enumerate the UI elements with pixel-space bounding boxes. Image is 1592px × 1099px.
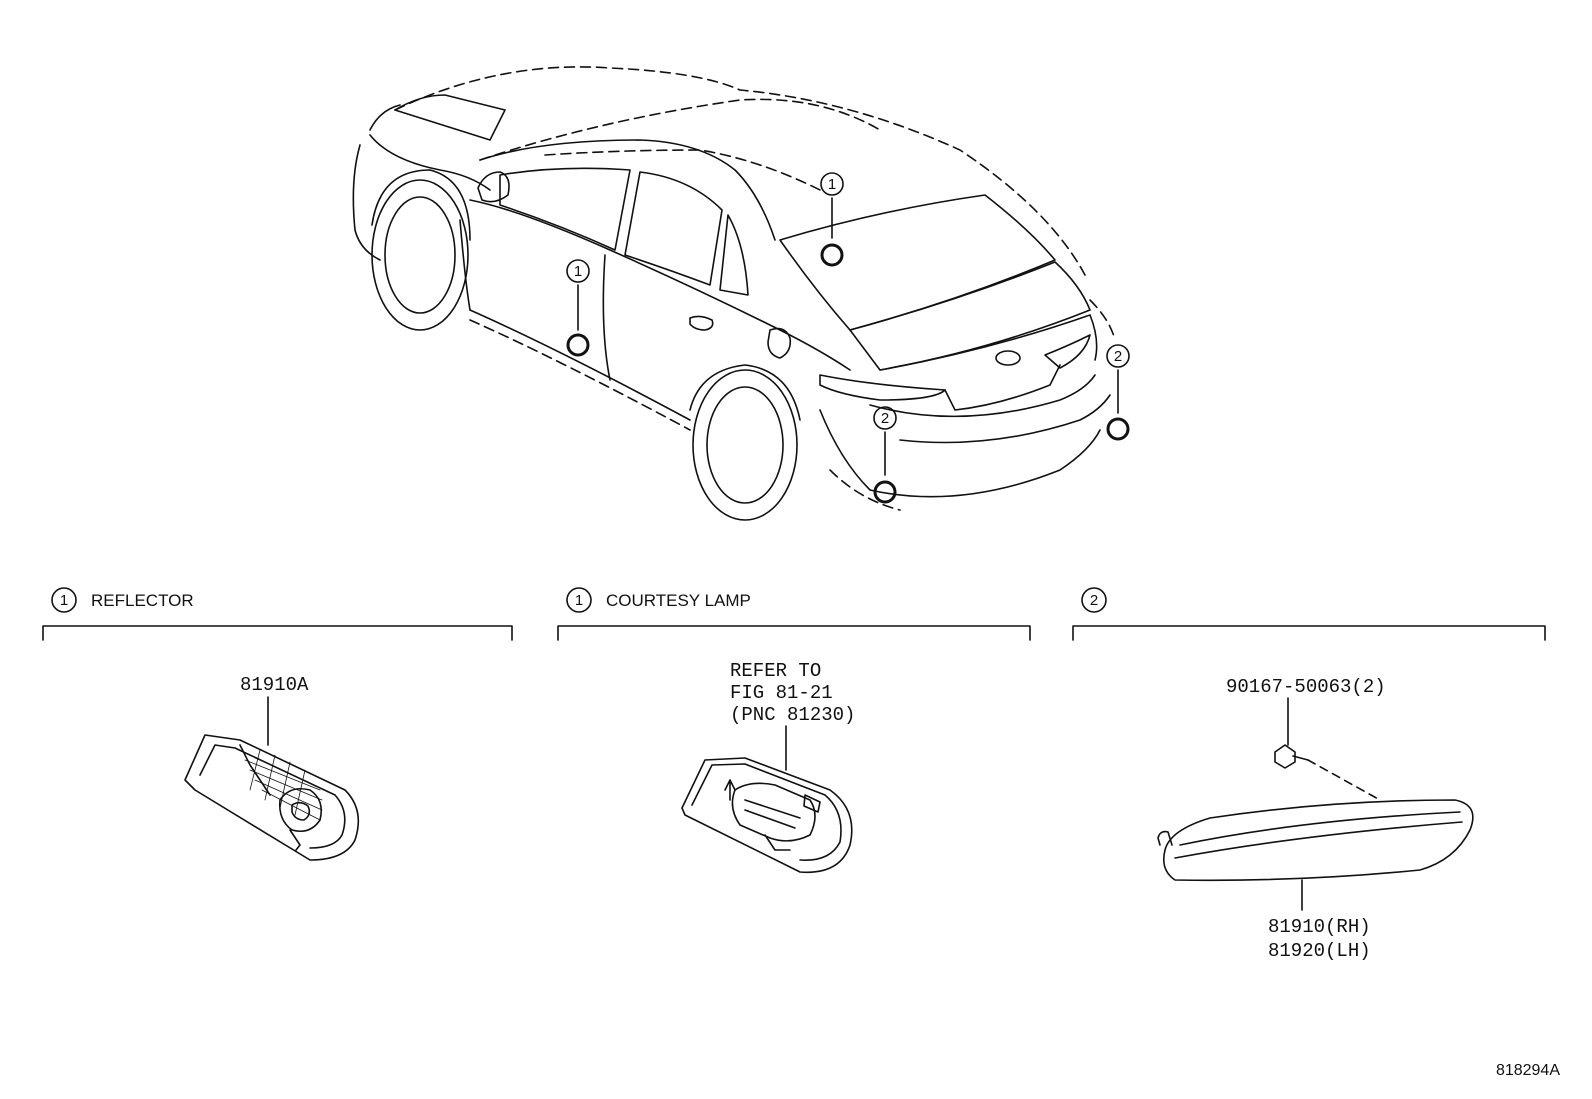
section-bracket xyxy=(1072,625,1546,641)
rear-reflector-lens xyxy=(1157,799,1474,882)
section-bracket xyxy=(42,625,513,641)
callout-2-right: 2 xyxy=(1106,344,1130,441)
reflector-part xyxy=(184,734,360,861)
callout-number: 1 xyxy=(828,176,836,193)
note-line-3: (PNC 81230) xyxy=(730,704,855,726)
note-line-1: REFER TO xyxy=(730,660,821,682)
courtesy-lamp-part xyxy=(681,757,853,874)
section-label: REFLECTOR xyxy=(91,591,194,610)
callout-1-door: 1 xyxy=(566,259,590,357)
callout-number: 2 xyxy=(1114,348,1122,365)
section-label: COURTESY LAMP xyxy=(606,591,751,610)
callout-2-left: 2 xyxy=(873,406,897,504)
section-number: 1 xyxy=(60,592,68,609)
callout-number: 2 xyxy=(881,410,889,427)
car-callouts: 1 1 2 2 xyxy=(566,172,1130,504)
part-number-lh: 81920(LH) xyxy=(1268,940,1371,962)
callout-number: 1 xyxy=(574,263,582,280)
part-number-rh: 81910(RH) xyxy=(1268,916,1371,938)
bolt-part-number: 90167-50063(2) xyxy=(1226,676,1386,698)
section-number: 1 xyxy=(575,592,583,609)
part-number: 81910A xyxy=(240,674,309,696)
section-bracket xyxy=(557,625,1031,641)
section-courtesy-lamp: 1 COURTESY LAMP REFER TO FIG 81-21 (PNC … xyxy=(557,587,1031,874)
car-illustration xyxy=(352,66,1116,521)
section-number: 2 xyxy=(1090,592,1098,609)
note-line-2: FIG 81-21 xyxy=(730,682,833,704)
section-reflector: 1 REFLECTOR 81910A xyxy=(42,587,513,861)
figure-reference: 818294A xyxy=(1496,1062,1560,1079)
section-rear-reflector: 2 90167-50063(2) 81910(RH) 81920(LH) xyxy=(1072,587,1546,962)
bolt xyxy=(1274,744,1381,801)
callout-1-roof: 1 xyxy=(820,172,844,267)
